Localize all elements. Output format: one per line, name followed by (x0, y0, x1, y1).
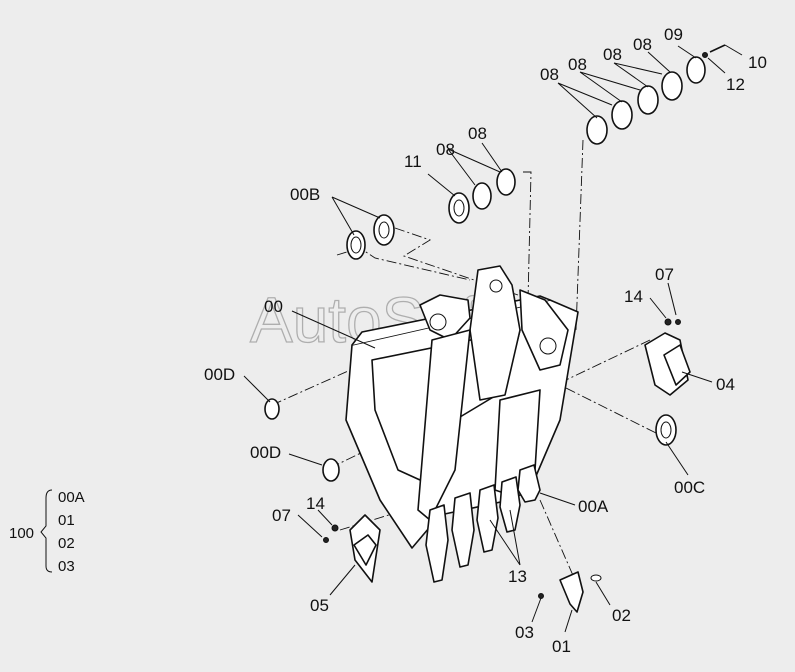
pins-washers (264, 44, 726, 482)
callout-01: 01 (552, 637, 571, 656)
legend-child-3: 03 (58, 558, 75, 575)
callout-00A: 00A (578, 497, 609, 516)
callout-12: 12 (726, 75, 745, 94)
callout-03: 03 (515, 623, 534, 642)
callout-07-a: 07 (655, 265, 674, 284)
callout-00D-b: 00D (250, 443, 281, 462)
callout-00: 00 (264, 297, 283, 316)
callout-13: 13 (508, 567, 527, 586)
callout-02: 02 (612, 606, 631, 625)
assembly-legend: 100 00A 01 02 03 (9, 489, 85, 575)
tooth-parts (538, 571, 602, 613)
callout-07-b: 07 (272, 506, 291, 525)
callout-08-b: 08 (568, 55, 587, 74)
legend-child-2: 02 (58, 535, 75, 552)
legend-brace (40, 489, 53, 573)
callout-09: 09 (664, 25, 683, 44)
callout-10: 10 (748, 53, 767, 72)
callout-08-d: 08 (633, 35, 652, 54)
callout-08-c: 08 (603, 45, 622, 64)
callout-11: 11 (404, 152, 422, 171)
legend-child-0: 00A (58, 489, 85, 506)
bucket-teeth (425, 464, 541, 583)
callout-08-a: 08 (540, 65, 559, 84)
legend-child-1: 01 (58, 512, 75, 529)
legend-parent: 100 (9, 525, 34, 542)
callout-00D-a: 00D (204, 365, 235, 384)
callout-14-b: 14 (306, 494, 325, 513)
callout-00C: 00C (674, 478, 705, 497)
callout-04: 04 (716, 375, 735, 394)
callout-labels: 08 08 08 08 09 10 12 11 08 08 00B 00 00D… (204, 25, 767, 656)
callout-14-a: 14 (624, 287, 643, 306)
callout-08-e: 08 (436, 140, 455, 159)
callout-00B: 00B (290, 185, 320, 204)
side-cutters (323, 318, 691, 583)
callout-05: 05 (310, 596, 329, 615)
leader-lines (243, 44, 743, 633)
callout-08-f: 08 (468, 124, 487, 143)
